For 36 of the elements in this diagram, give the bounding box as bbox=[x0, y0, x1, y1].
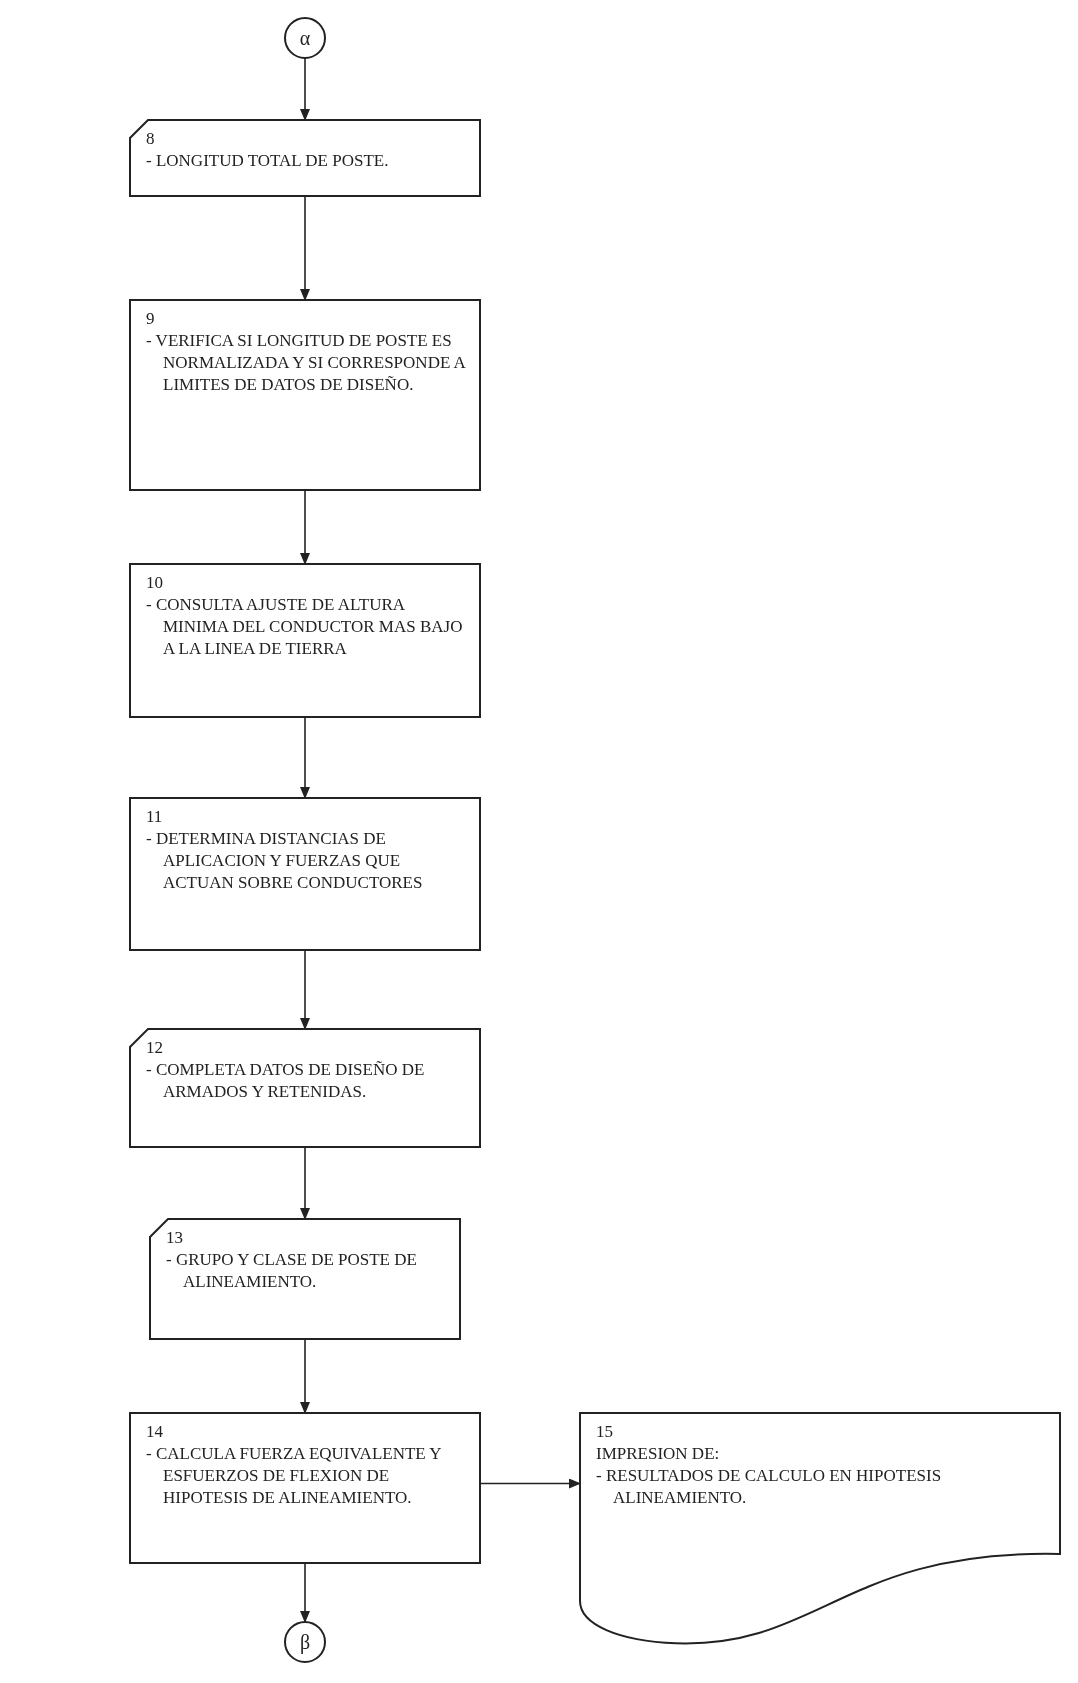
step-number: 15 bbox=[596, 1421, 614, 1443]
connector-label: α bbox=[299, 27, 311, 49]
arrow bbox=[300, 57, 310, 121]
arrow bbox=[300, 1146, 310, 1220]
step-number: 14 bbox=[146, 1421, 164, 1443]
arrow bbox=[300, 716, 310, 799]
arrow bbox=[300, 489, 310, 565]
arrow bbox=[300, 949, 310, 1030]
process-box bbox=[130, 798, 480, 950]
card-box bbox=[130, 1029, 480, 1147]
process-box bbox=[130, 1413, 480, 1563]
step-text: - LONGITUD TOTAL DE POSTE. bbox=[146, 150, 390, 172]
step-text: IMPRESION DE: bbox=[596, 1443, 721, 1465]
connector-label: β bbox=[299, 1631, 311, 1653]
arrow bbox=[300, 1562, 310, 1623]
step-number: 13 bbox=[166, 1227, 184, 1249]
step-number: 9 bbox=[146, 308, 156, 330]
step-text: - CALCULA FUERZA EQUIVALENTE Y ESFUERZOS DE FLEXION DE HIPOTESIS DE ALINEAMIENTO. bbox=[146, 1443, 442, 1509]
step-text: - COMPLETA DATOS DE DISEÑO DE ARMADOS Y RETENIDAS. bbox=[146, 1059, 426, 1103]
process-box bbox=[130, 300, 480, 490]
card-box bbox=[130, 120, 480, 196]
process-box bbox=[130, 564, 480, 717]
step-text: - CONSULTA AJUSTE DE ALTURA MINIMA DEL CONDUCTOR MAS BAJO A LA LINEA DE TIERRA bbox=[146, 594, 464, 660]
step-number: 11 bbox=[146, 806, 164, 828]
card-box bbox=[150, 1219, 460, 1339]
connector-circle bbox=[285, 18, 325, 58]
step-text: - RESULTADOS DE CALCULO EN HIPOTESIS ALINEAMIENTO. bbox=[596, 1465, 943, 1509]
step-number: 12 bbox=[146, 1037, 164, 1059]
step-text: - DETERMINA DISTANCIAS DE APLICACION Y FUERZAS QUE ACTUAN SOBRE CONDUCTORES bbox=[146, 828, 424, 894]
step-text: - VERIFICA SI LONGITUD DE POSTE ES NORMALIZADA Y SI CORRESPONDE A LIMITES DE DATOS DE DISEÑO. bbox=[146, 330, 466, 396]
arrow bbox=[300, 1338, 310, 1414]
connector-circle bbox=[285, 1622, 325, 1662]
step-number: 10 bbox=[146, 572, 164, 594]
arrow bbox=[300, 195, 310, 301]
step-number: 8 bbox=[146, 128, 156, 150]
step-text: - GRUPO Y CLASE DE POSTE DE ALINEAMIENTO. bbox=[166, 1249, 418, 1293]
